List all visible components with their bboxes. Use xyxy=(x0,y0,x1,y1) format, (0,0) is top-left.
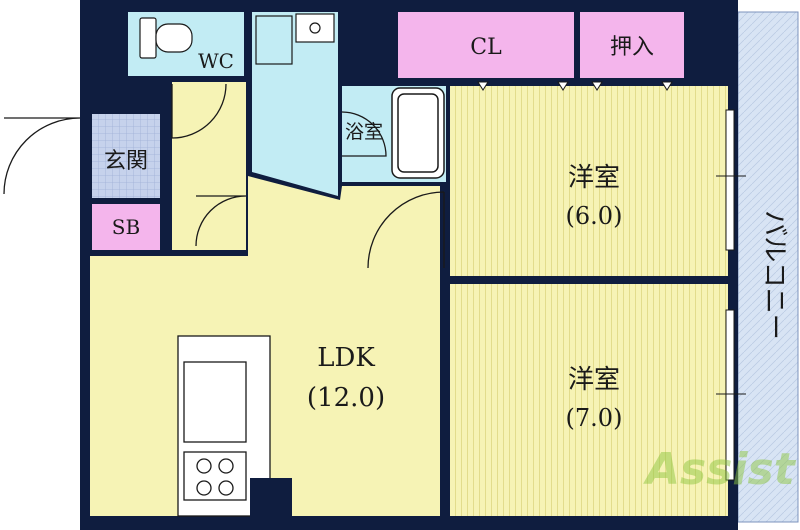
washer-space xyxy=(255,15,293,65)
oshiire-floor xyxy=(580,12,684,78)
closet-floor xyxy=(398,12,574,78)
bathroom-label: 浴室 xyxy=(345,121,383,143)
ldk-name: LDK xyxy=(317,343,375,373)
toilet-icon xyxy=(139,17,193,59)
closet-label: CL xyxy=(470,35,502,60)
shoe-box-floor xyxy=(92,204,160,250)
hallway-floor xyxy=(172,82,246,250)
ldk-size: (12.0) xyxy=(307,383,385,413)
kitchen-pillar xyxy=(250,478,292,518)
windows xyxy=(716,109,746,481)
entrance-label: 玄関 xyxy=(104,149,148,174)
western-room-6-size: (6.0) xyxy=(566,202,623,230)
watermark-logo: Assist xyxy=(643,444,797,495)
western-room-6-name: 洋室 xyxy=(568,163,620,193)
balcony-label: バルコニー xyxy=(759,210,789,339)
western-room-7-floor xyxy=(450,284,728,516)
washbasin-icon xyxy=(295,13,335,43)
door-swings xyxy=(3,83,445,269)
balcony-area xyxy=(737,11,799,523)
western-room-7-size: (7.0) xyxy=(566,404,623,432)
bathtub-icon xyxy=(391,87,445,179)
shoe-box-label: SB xyxy=(112,215,140,239)
western-room-7-name: 洋室 xyxy=(568,365,620,395)
western-room-6-floor xyxy=(450,86,728,276)
wc-label: WC xyxy=(198,49,234,73)
closet-door-marks xyxy=(477,81,673,91)
oshiire-label: 押入 xyxy=(610,35,654,60)
entrance-floor xyxy=(92,114,160,198)
washroom-floor xyxy=(252,12,338,196)
